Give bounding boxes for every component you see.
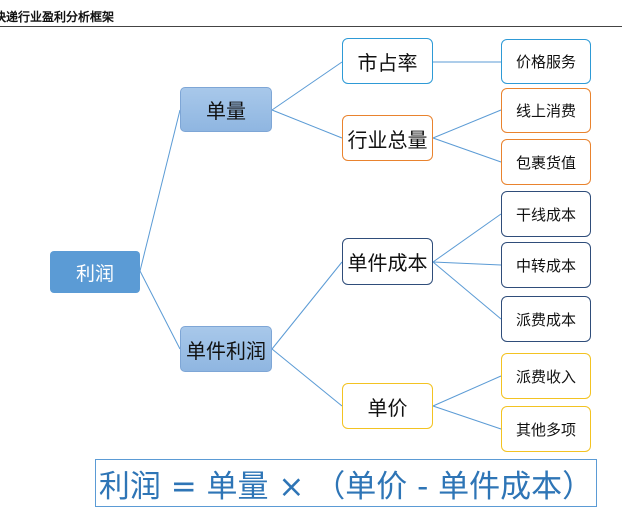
connector (139, 109, 181, 272)
connector (271, 348, 343, 407)
node-unit-price: 单价 (342, 383, 433, 429)
node-profit: 利润 (50, 251, 140, 293)
header-title: 快递行业盈利分析框架 (0, 10, 115, 24)
connector (432, 109, 502, 139)
node-trunk-cost: 干线成本 (501, 191, 591, 237)
connector (271, 261, 343, 350)
node-online-consumption: 线上消费 (501, 88, 591, 133)
node-market-share: 市占率 (342, 38, 433, 84)
connector (139, 270, 181, 350)
connector (432, 261, 502, 320)
connector (271, 61, 343, 111)
node-transfer-cost: 中转成本 (501, 242, 591, 288)
node-price-service: 价格服务 (501, 39, 591, 84)
node-other-items: 其他多项 (501, 406, 591, 452)
connector (432, 261, 502, 266)
profit-formula: 利润 = 单量 × （单价 - 单件成本） (95, 459, 597, 507)
node-volume: 单量 (180, 87, 272, 132)
node-unit-cost: 单件成本 (342, 238, 433, 285)
connector (432, 375, 502, 407)
node-parcel-value: 包裹货值 (501, 139, 591, 185)
connector (432, 137, 502, 163)
node-unit-profit: 单件利润 (180, 326, 272, 372)
node-delivery-income: 派费收入 (501, 353, 591, 399)
connector (432, 405, 502, 430)
connector (432, 213, 502, 263)
report-header: 快递行业盈利分析框架 (0, 0, 622, 27)
node-delivery-cost: 派费成本 (501, 296, 591, 342)
connector (271, 109, 343, 139)
node-industry-volume: 行业总量 (342, 115, 433, 161)
